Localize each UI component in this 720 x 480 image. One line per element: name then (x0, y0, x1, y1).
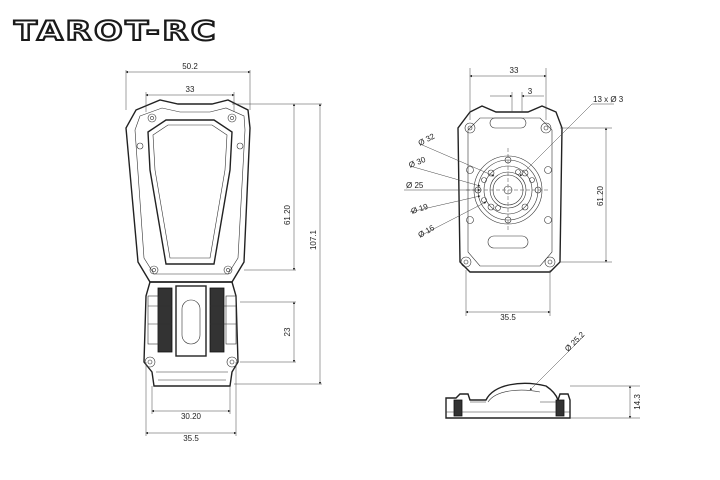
dim-side-height: 14.3 (633, 394, 642, 410)
dim-circle-32: Ø 32 (417, 131, 437, 147)
dim-frame-height: 61.20 (283, 204, 292, 225)
dim-plate-base-width: 35.5 (500, 313, 516, 322)
dim-base-width: 35.5 (183, 434, 199, 443)
dim-overall-height: 107.1 (309, 229, 318, 250)
dim-hole-spec: 13 x Ø 3 (593, 95, 624, 104)
dim-slot-width: 3 (528, 87, 533, 96)
frame-mid (134, 107, 246, 275)
dim-circle-30: Ø 30 (407, 155, 427, 170)
side-profile (445, 382, 571, 419)
dim-circle-19: Ø 19 (410, 202, 430, 216)
front-view: 50.2 33 61.20 107.1 23 30.20 35.5 (125, 62, 322, 443)
frame-outer (125, 99, 251, 283)
dim-top-width: 33 (186, 85, 195, 94)
plate-view: 33 3 13 x Ø 3 Ø 32 Ø 30 Ø 25 Ø 19 Ø 16 6… (404, 66, 624, 322)
dim-circle-16: Ø 16 (417, 223, 437, 240)
side-view: Ø 25.2 14.3 (445, 330, 642, 419)
dim-clamp-height: 23 (283, 327, 292, 336)
dim-plate-height: 61.20 (596, 185, 605, 206)
dim-circle-25: Ø 25 (406, 181, 424, 190)
dim-overall-width: 50.2 (182, 62, 198, 71)
dim-base-inner-width: 30.20 (181, 412, 202, 421)
plate-outline (457, 105, 563, 273)
brand-logo: TAROT-RC (13, 15, 219, 48)
dim-plate-width: 33 (510, 66, 519, 75)
dim-tube-diameter: Ø 25.2 (563, 330, 587, 354)
frame-window (147, 119, 233, 265)
